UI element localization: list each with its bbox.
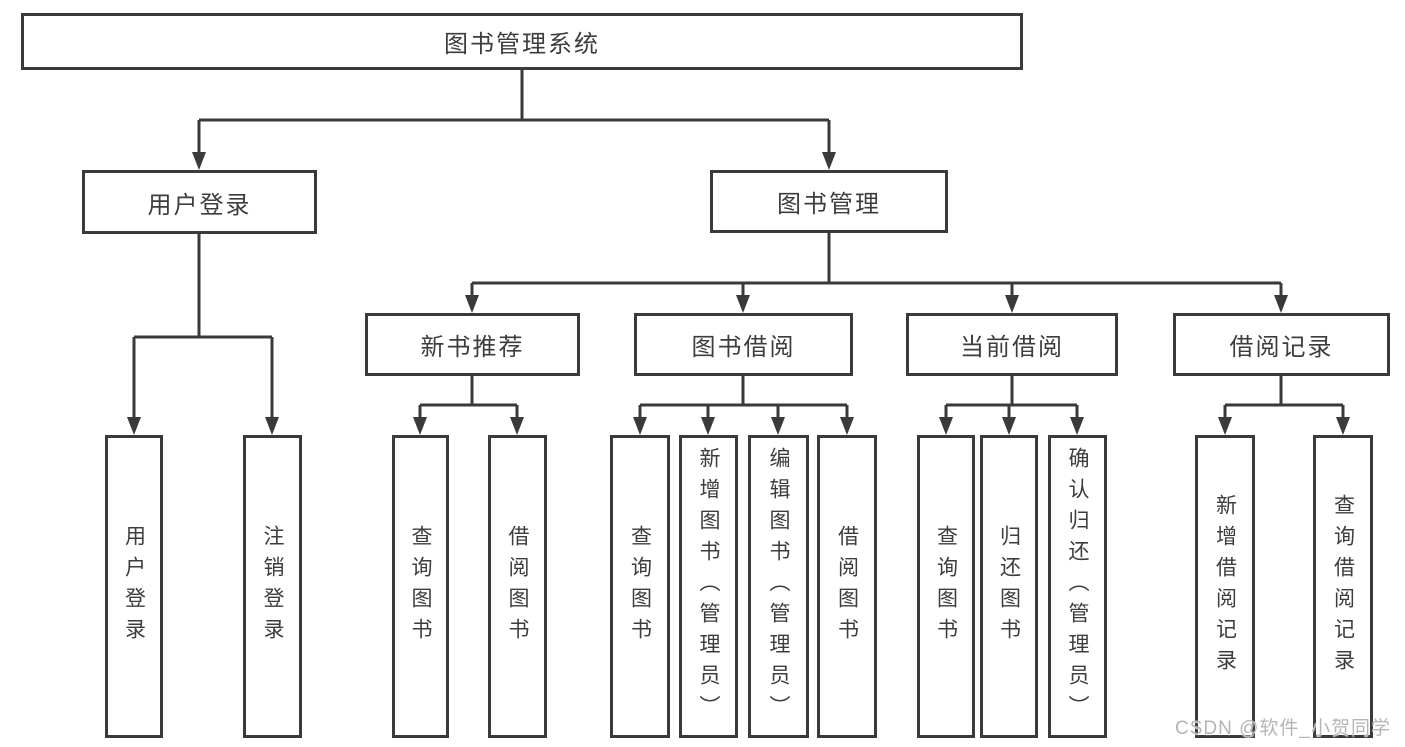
leaf-query-borrow-record-label: 查询借阅记录 <box>1331 493 1355 680</box>
leaf-return-books: 归还图书 <box>980 435 1038 738</box>
node-library-management-system: 图书管理系统 <box>21 13 1023 70</box>
node-book-borrowing: 图书借阅 <box>634 313 853 376</box>
leaf-add-borrow-record-label: 新增借阅记录 <box>1213 493 1237 680</box>
leaf-recommend-query-books-label: 查询图书 <box>409 524 432 649</box>
leaf-return-books-label: 归还图书 <box>997 524 1021 649</box>
leaf-borrow-books-label: 借阅图书 <box>835 524 859 649</box>
node-book-management: 图书管理 <box>710 170 948 233</box>
node-borrowing-records: 借阅记录 <box>1173 313 1390 376</box>
leaf-recommend-borrow-books-label: 借阅图书 <box>506 524 529 649</box>
leaf-current-query-books: 查询图书 <box>917 435 975 738</box>
leaf-logout: 注销登录 <box>243 435 302 738</box>
leaf-add-borrow-record: 新增借阅记录 <box>1195 435 1255 738</box>
leaf-borrow-books: 借阅图书 <box>817 435 877 738</box>
leaf-edit-books-admin-label: 编辑图书（管理员） <box>767 447 790 726</box>
leaf-recommend-query-books: 查询图书 <box>392 435 449 738</box>
node-current-borrowing: 当前借阅 <box>906 313 1118 376</box>
leaf-current-query-books-label: 查询图书 <box>934 524 958 649</box>
leaf-add-books-admin: 新增图书（管理员） <box>679 435 738 738</box>
leaf-borrow-query-books-label: 查询图书 <box>628 524 652 649</box>
leaf-query-borrow-record: 查询借阅记录 <box>1313 435 1373 738</box>
leaf-recommend-borrow-books: 借阅图书 <box>488 435 547 738</box>
leaf-edit-books-admin: 编辑图书（管理员） <box>748 435 809 738</box>
csdn-watermark: CSDN @软件_小贺同学 <box>1175 718 1391 739</box>
leaf-add-books-admin-label: 新增图书（管理员） <box>697 447 720 726</box>
leaf-user-login-label: 用户登录 <box>122 524 146 649</box>
leaf-confirm-return-admin: 确认归还（管理员） <box>1048 435 1107 738</box>
leaf-borrow-query-books: 查询图书 <box>610 435 670 738</box>
node-user-login: 用户登录 <box>82 170 317 234</box>
leaf-confirm-return-admin-label: 确认归还（管理员） <box>1066 447 1089 726</box>
tree-edges <box>132 70 1345 418</box>
node-new-book-recommendation: 新书推荐 <box>365 313 580 376</box>
leaf-user-login: 用户登录 <box>105 435 163 738</box>
leaf-logout-label: 注销登录 <box>261 524 284 649</box>
